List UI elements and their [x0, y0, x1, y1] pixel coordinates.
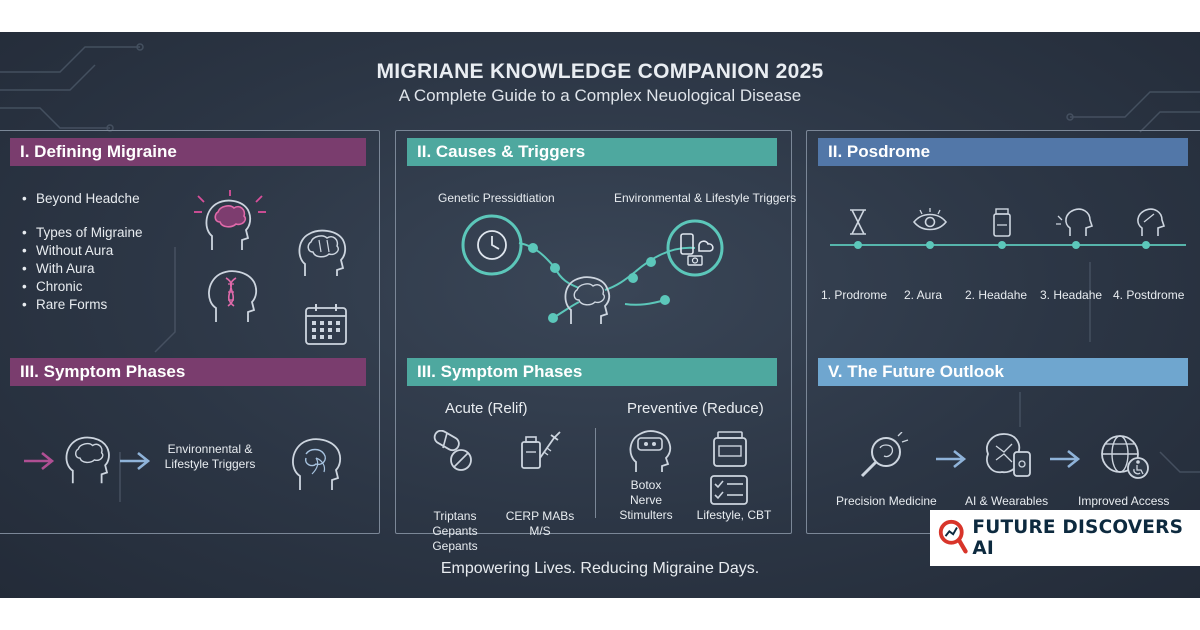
triggers-label: Environnental & Lifestyle Triggers [164, 442, 256, 471]
list-item: Rare Forms [22, 296, 143, 314]
future-step-1: Precision Medicine [836, 494, 937, 508]
treatment-divider [595, 428, 596, 518]
page-subtitle: A Complete Guide to a Complex Neuologica… [398, 86, 802, 105]
future-step-2: AI & Wearables [965, 494, 1049, 508]
future-heading: V. The Future Outlook [818, 358, 1188, 386]
circuit-background [0, 43, 1200, 502]
arrow-right-icon [120, 451, 151, 471]
magnifier-icon [860, 432, 909, 478]
head-nerves-icon [292, 438, 342, 490]
calendar-icon [305, 304, 347, 345]
list-item: With Aura [22, 260, 143, 278]
checklist-icon [710, 475, 748, 505]
list-item: Types of Migraine [22, 224, 143, 242]
brain-pain-icon [194, 190, 266, 250]
timeline-step-3: 2. Headahe [965, 288, 1028, 302]
environment-label: Environmental & Lifestyle Triggers [614, 191, 797, 205]
medication-box-icon [713, 431, 747, 467]
preventive-right-list: Lifestyle, CBT [696, 508, 772, 522]
acute-title: Acute (Relif) [445, 400, 528, 417]
ai-brain-icon [986, 433, 1031, 477]
head-device-icon [629, 430, 672, 472]
posdrome-heading: II. Posdrome [818, 138, 1188, 166]
acute-left-list: Triptans Gepants Gepants [432, 509, 478, 553]
magnifier-logo-icon [938, 519, 968, 554]
infographic-canvas: MIGRIANE KNOWLEDGE COMPANION 2025 A Comp… [0, 32, 1200, 598]
preventive-title: Preventive (Reduce) [627, 400, 764, 417]
timeline-step-2: 2. Aura [904, 288, 943, 302]
arrow-right-icon [936, 449, 967, 469]
defining-heading: I. Defining Migraine [10, 138, 366, 166]
pills-icon [433, 430, 472, 471]
posdrome-timeline [830, 208, 1186, 249]
list-item: Beyond Headche [22, 190, 143, 208]
symptoms-left-heading: III. Symptom Phases [10, 358, 366, 386]
causes-heading: II. Causes & Triggers [407, 138, 777, 166]
future-step-3: Improved Access [1078, 494, 1170, 508]
brand-logo-text: FUTURE DISCOVERS AI [972, 517, 1184, 559]
genetic-label: Genetic Pressidtiation [438, 191, 555, 205]
page-title: MIGRIANE KNOWLEDGE COMPANION 2025 [376, 60, 824, 83]
middle-panel [395, 130, 792, 534]
preventive-left-list: Botox Nerve Stimulters [619, 478, 673, 522]
arrow-right-icon [24, 451, 55, 471]
globe-accessibility-icon [1101, 435, 1149, 479]
footer-tagline: Empowering Lives. Reducing Migraine Days… [440, 560, 760, 577]
timeline-step-1: 1. Prodrome [821, 288, 888, 302]
list-item: Chronic [22, 278, 143, 296]
syringe-icon [521, 431, 561, 469]
left-panel [0, 130, 380, 534]
treatment-heading: III. Symptom Phases [407, 358, 777, 386]
timeline-step-5: 4. Postdrome [1113, 288, 1185, 302]
dna-head-icon [208, 270, 258, 322]
arrow-right-icon [1050, 449, 1081, 469]
defining-list: Beyond Headche Types of Migraine Without… [22, 190, 143, 314]
timeline-step-4: 3. Headahe [1040, 288, 1103, 302]
brain-icon [298, 229, 347, 276]
brain-icon [65, 436, 110, 484]
brand-logo: FUTURE DISCOVERS AI [930, 510, 1200, 566]
list-item: Without Aura [22, 242, 143, 260]
causes-diagram [461, 214, 724, 324]
acute-right-list: CERP MABs M/S [505, 509, 575, 538]
